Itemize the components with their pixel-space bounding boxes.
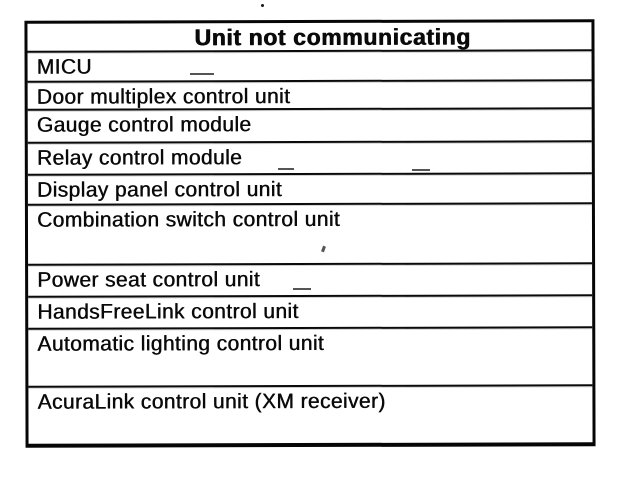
scan-artifact — [190, 73, 214, 75]
scan-artifact — [261, 4, 264, 7]
table-row-automatic-lighting: Automatic lighting control unit — [28, 328, 593, 388]
table-row-acuralink: AcuraLink control unit (XM receiver) — [37, 389, 386, 414]
scan-artifact — [412, 169, 430, 171]
table-row-door-multiplex: Door multiplex control unit — [27, 81, 592, 111]
table-row-combination-switch: Combination switch control unit — [27, 204, 593, 266]
scan-artifact — [278, 168, 294, 170]
table-row-power-seat: Power seat control unit — [28, 264, 593, 298]
table-row-gauge-control: Gauge control module — [27, 109, 592, 144]
table-row-relay-control: Relay control module — [27, 142, 592, 176]
table-row-handsfreelink: HandsFreeLink control unit — [28, 296, 593, 330]
table-row-display-panel: Display panel control unit — [27, 174, 592, 206]
unit-not-communicating-table: Unit not communicating MICU Door multipl… — [24, 19, 596, 448]
scan-artifact — [293, 288, 311, 290]
table-header: Unit not communicating — [27, 22, 592, 53]
table-row-micu: MICU — [27, 51, 592, 83]
